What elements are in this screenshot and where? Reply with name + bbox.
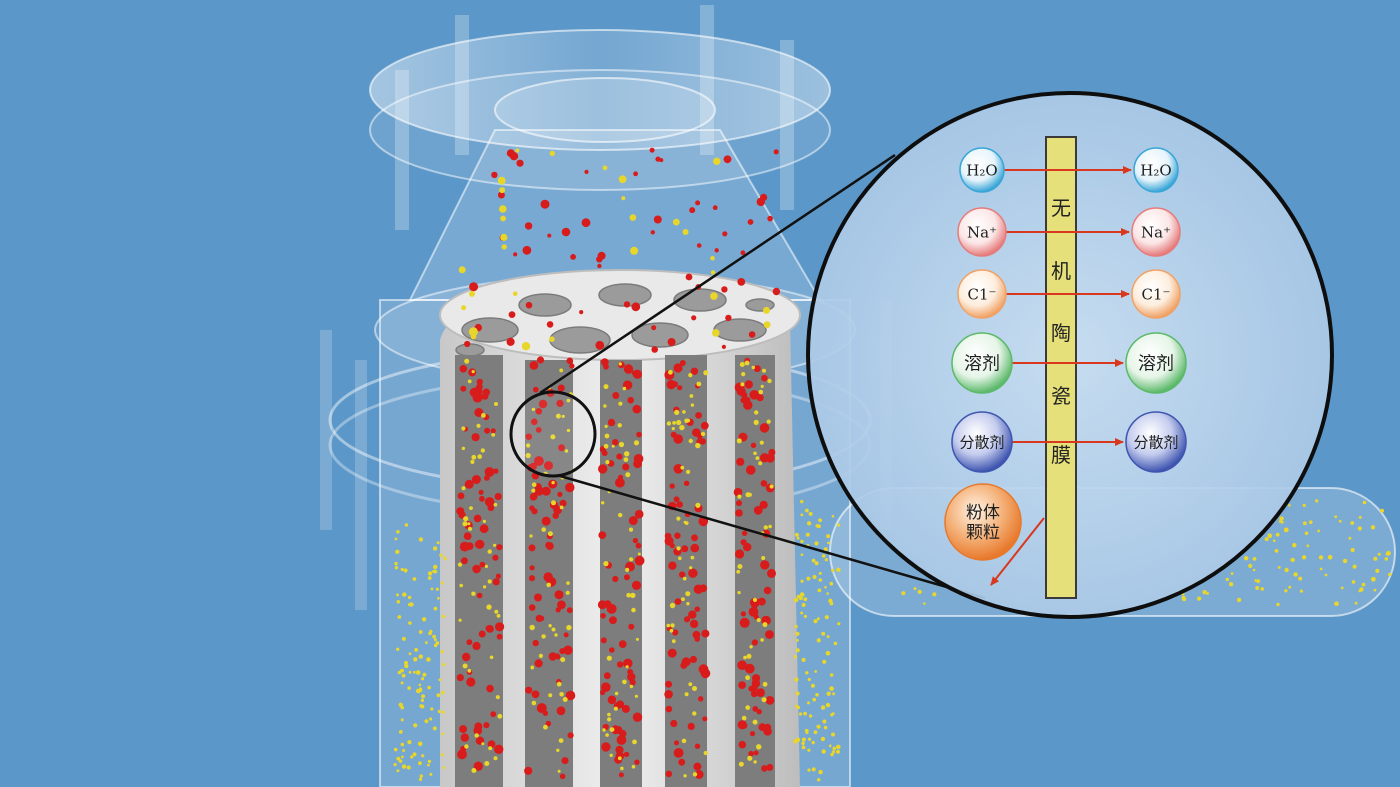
powder-particles-ball: [944, 483, 1022, 561]
chloride-left-ball: [957, 269, 1007, 319]
solvent-left-ball: [951, 332, 1013, 394]
inorganic-ceramic-membrane: [1045, 136, 1077, 599]
species-row-powder-particles: 粉体颗粒: [944, 483, 1045, 586]
powder-particles-label: 粉体颗粒: [966, 503, 1000, 543]
solvent-left-label: 溶剂: [964, 353, 1000, 374]
chloride-left-label: C1⁻: [968, 285, 997, 303]
species-row-dispersant: 分散剂 分散剂: [951, 411, 1187, 473]
dispersant-right-label: 分散剂: [1133, 433, 1178, 451]
species-row-solvent: 溶剂 溶剂: [951, 332, 1187, 394]
water-left-label: H₂O: [966, 161, 997, 179]
chloride-right-label: C1⁻: [1142, 285, 1171, 303]
sodium-left-ball: [957, 207, 1007, 257]
species-row-sodium: Na⁺ Na⁺: [957, 207, 1181, 257]
magnifier-source-circle: [509, 390, 597, 478]
sodium-left-label: Na⁺: [967, 223, 997, 241]
ceramic-membrane-bundle: [439, 269, 801, 787]
species-row-chloride: C1⁻ C1⁻: [957, 269, 1181, 319]
dispersant-right-ball: [1125, 411, 1187, 473]
dispersant-left-ball: [951, 411, 1013, 473]
zoom-connector-bottom: [559, 474, 986, 600]
membrane-label-char: 机: [1051, 259, 1071, 283]
water-left-ball: [959, 147, 1005, 193]
sodium-right-ball: [1131, 207, 1181, 257]
membrane-label-char: 陶: [1051, 321, 1071, 345]
chloride-right-ball: [1131, 269, 1181, 319]
powder-reject-arrow: [990, 517, 1045, 586]
zoom-connector-top: [539, 153, 896, 395]
water-right-ball: [1133, 147, 1179, 193]
solvent-right-label: 溶剂: [1138, 353, 1174, 374]
solvent-right-ball: [1125, 332, 1187, 394]
sodium-right-label: Na⁺: [1141, 223, 1171, 241]
particle-cloud: [393, 147, 1392, 782]
dispersant-left-label: 分散剂: [959, 433, 1004, 451]
membrane-label-char: 无: [1051, 196, 1071, 220]
membrane-label-char: 瓷: [1051, 384, 1071, 408]
species-row-water: H₂O H₂O: [959, 147, 1179, 193]
membrane-label-char: 膜: [1051, 443, 1071, 467]
water-right-label: H₂O: [1140, 161, 1171, 179]
